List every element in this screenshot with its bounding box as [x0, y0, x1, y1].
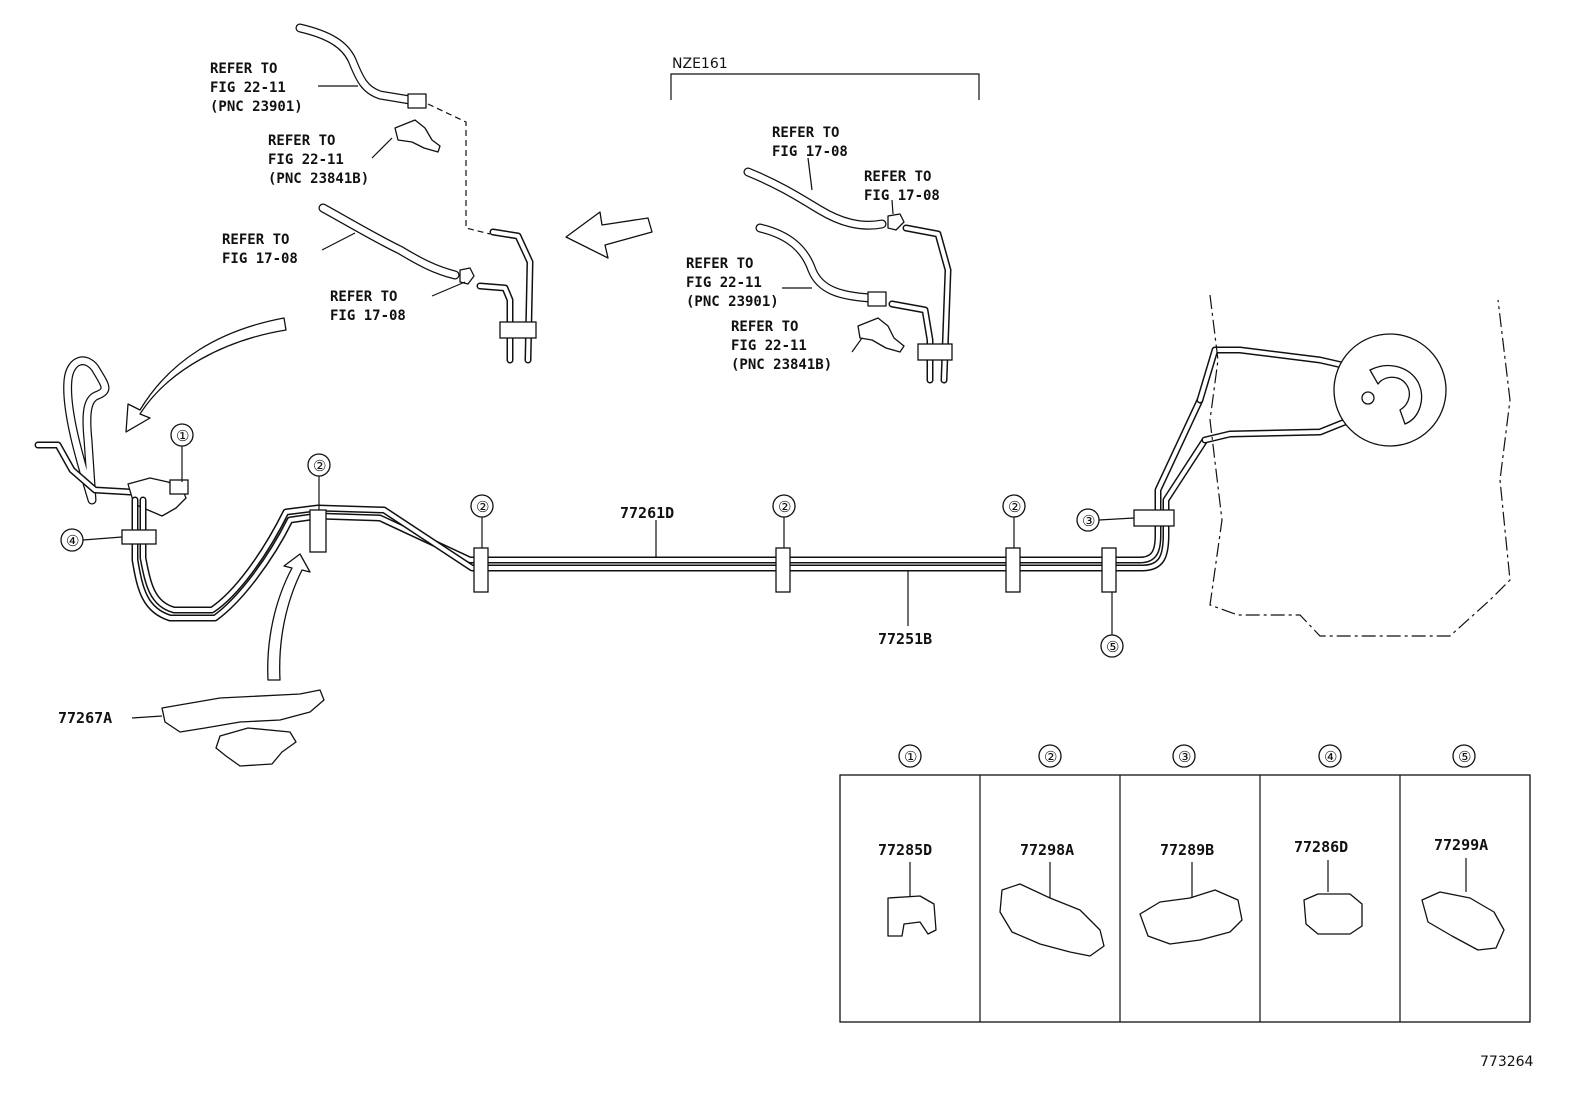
svg-text:②: ② [778, 498, 791, 516]
clip-table-part-1: 77285D [878, 841, 932, 859]
protector-icon [161, 689, 325, 733]
clamp-icon-nze [917, 343, 953, 361]
protector-part: 77267A [58, 689, 325, 767]
clip-77285D-icon [887, 895, 937, 937]
svg-text:③: ③ [1178, 748, 1191, 766]
svg-text:③: ③ [1082, 512, 1095, 530]
clip-2-location-a [309, 509, 327, 553]
svg-text:④: ④ [66, 532, 79, 550]
bracket-icon-nze [857, 317, 905, 353]
clip-77298A-icon [999, 883, 1105, 957]
brake-drum-icon [1333, 333, 1447, 447]
svg-text:②: ② [476, 498, 489, 516]
svg-text:①: ① [904, 748, 917, 766]
clip-table-part-3: 77289B [1160, 841, 1214, 859]
variant-label: NZE161 [672, 56, 728, 72]
clip-1-location [169, 479, 189, 495]
svg-text:②: ② [1044, 748, 1057, 766]
hose-fitting-icon [407, 93, 427, 109]
part-77267A-label: 77267A [58, 709, 112, 727]
clip-table-part-2: 77298A [1020, 841, 1074, 859]
clip-4-location [121, 529, 157, 545]
clip-table: ① 77285D ② 77298A ③ 77289B ④ 77286D ⑤ 77… [839, 744, 1531, 1023]
svg-text:②: ② [1008, 498, 1021, 516]
main-callouts: ① ② ② ② ② ③ ④ ⑤ 77261D 77251B [60, 423, 1135, 658]
clip-77289B-icon [1139, 889, 1243, 945]
part-77251B-label: 77251B [878, 630, 932, 648]
curved-arrow-icon [125, 317, 287, 433]
clip-3-location [1133, 509, 1175, 527]
clip-2-location-c [775, 547, 791, 593]
svg-text:⑤: ⑤ [1106, 638, 1119, 656]
arrow-left-icon [565, 211, 653, 259]
svg-text:④: ④ [1324, 748, 1337, 766]
part-77261D-label: 77261D [620, 504, 674, 522]
joint-icon [459, 267, 475, 285]
diagram-id: 773264 [1480, 1054, 1534, 1070]
svg-text:⑤: ⑤ [1458, 748, 1471, 766]
clip-77286D-icon [1303, 893, 1363, 935]
clip-5-location [1101, 547, 1117, 593]
svg-text:①: ① [176, 427, 189, 445]
bracket-icon [394, 119, 441, 153]
clip-table-part-5: 77299A [1434, 836, 1488, 854]
clip-77299A-icon [1421, 891, 1505, 951]
brake-lines [131, 396, 1209, 622]
hose-fitting-icon-nze [867, 291, 887, 307]
clip-2-location-d [1005, 547, 1021, 593]
clip-2-location-b [473, 547, 489, 593]
clip-table-part-4: 77286D [1294, 838, 1348, 856]
joint-icon-nze [887, 213, 905, 231]
arrow-up-icon [267, 553, 311, 681]
clamp-icon [499, 321, 537, 339]
main-pipe-assembly [34, 294, 1511, 637]
svg-text:②: ② [313, 457, 326, 475]
